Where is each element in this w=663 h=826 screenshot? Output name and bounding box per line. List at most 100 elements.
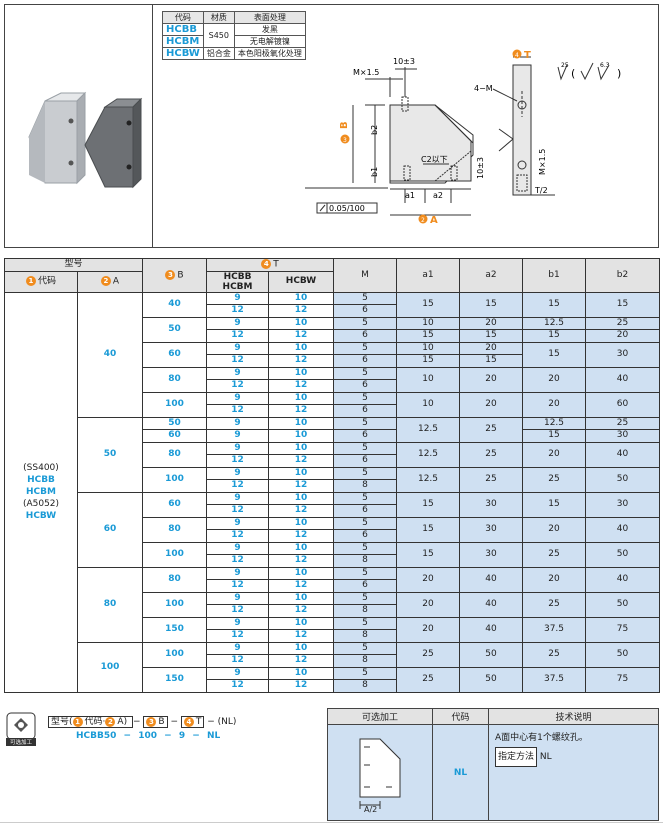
b-value: 80 — [142, 366, 208, 393]
m-value: 6 — [333, 454, 398, 468]
t-hcbw-value: 10 — [268, 316, 335, 330]
t-hcbb-value: 12 — [206, 304, 270, 318]
a-value: 40 — [76, 291, 144, 418]
t-hcbb-value: 9 — [206, 466, 270, 480]
m-value: 5 — [333, 591, 398, 605]
t-hcbw-value: 10 — [268, 641, 335, 655]
a2-value: 30 — [459, 541, 524, 568]
m-value: 5 — [333, 441, 398, 455]
t-hcbw-value: 10 — [268, 416, 335, 430]
b-value: 80 — [142, 516, 208, 543]
t-hcbb-value: 12 — [206, 679, 270, 693]
t-hcbw-value: 12 — [268, 654, 335, 668]
a1-value: 10 — [396, 316, 461, 330]
option-code: NL — [432, 724, 489, 821]
material-table: 代码 材质 表面处理 HCBB S450 发黑 HCBM 无电解镀镍 HCBW … — [162, 11, 306, 60]
drawing-roughness-1: 25 — [561, 62, 569, 69]
drawing-a-badge-icon — [418, 214, 428, 224]
b1-value: 15 — [522, 491, 587, 518]
m-value: 5 — [333, 641, 398, 655]
t-hcbw-value: 12 — [268, 304, 335, 318]
m-value: 6 — [333, 429, 398, 443]
b-value: 40 — [142, 291, 208, 318]
a2-value: 20 — [459, 341, 524, 355]
bracket-photo-image — [28, 91, 143, 189]
header-b1: b1 — [522, 258, 587, 293]
b1-value: 37.5 — [522, 616, 587, 643]
t-hcbb-value: 12 — [206, 329, 270, 343]
t-hcbw-value: 12 — [268, 604, 335, 618]
t-hcbb-value: 12 — [206, 479, 270, 493]
b2-value: 30 — [585, 429, 661, 443]
t-hcbw-value: 10 — [268, 516, 335, 530]
b1-value: 25 — [522, 641, 587, 668]
a1-value: 10 — [396, 391, 461, 418]
m-value: 5 — [333, 616, 398, 630]
t-hcbb-value: 9 — [206, 541, 270, 555]
a2-value: 20 — [459, 391, 524, 418]
drawing-t-badge-icon — [512, 49, 522, 59]
b-value: 60 — [142, 491, 208, 518]
b2-value: 25 — [585, 416, 661, 430]
b-value: 80 — [142, 441, 208, 468]
b2-value: 40 — [585, 441, 661, 468]
option-header-processing: 可选加工 — [327, 708, 433, 725]
t-hcbb-value: 9 — [206, 391, 270, 405]
t-hcbb-value: 12 — [206, 579, 270, 593]
a-value: 100 — [76, 641, 144, 693]
drawing-t-half: T/2 — [534, 186, 548, 195]
b2-value: 60 — [585, 391, 661, 418]
m-value: 6 — [333, 379, 398, 393]
b1-value: 15 — [522, 329, 587, 343]
drawing-4m: 4−M — [474, 84, 493, 93]
m-value: 5 — [333, 416, 398, 430]
drawing-a2: a2 — [433, 191, 443, 200]
order-example-line: HCBB50 − 100 − 9 − NL — [76, 731, 221, 741]
a2-value: 15 — [459, 291, 524, 318]
material-surface-hcbw: 本色阳极氧化处理 — [233, 47, 306, 60]
t-hcbw-value: 10 — [268, 429, 335, 443]
a2-value: 30 — [459, 516, 524, 543]
a2-value: 50 — [459, 666, 524, 693]
m-value: 8 — [333, 554, 398, 568]
m-value: 5 — [333, 316, 398, 330]
a2-value: 40 — [459, 616, 524, 643]
a2-value: 50 — [459, 641, 524, 668]
drawing-b-badge: 3 — [343, 137, 347, 144]
t-hcbb-value: 12 — [206, 454, 270, 468]
t-hcbw-value: 10 — [268, 616, 335, 630]
a2-value: 40 — [459, 566, 524, 593]
m-value: 5 — [333, 366, 398, 380]
a2-value: 25 — [459, 416, 524, 443]
t-hcbw-value: 12 — [268, 529, 335, 543]
technical-drawing: 10±3 M×1.5 b2 b1 3 B C2以下 10±3 a1 a2 2 A… — [305, 49, 621, 226]
m-value: 6 — [333, 304, 398, 318]
drawing-b2: b2 — [370, 125, 379, 135]
drawing-roughness-paren: ( — [571, 67, 575, 80]
material-header-material: 材质 — [202, 11, 235, 24]
b-value: 100 — [142, 541, 208, 568]
drawing-m-side: M×1.5 — [538, 149, 547, 175]
t-hcbb-value: 9 — [206, 591, 270, 605]
a1-value: 15 — [396, 291, 461, 318]
header-t-hcbw: HCBW — [268, 270, 335, 293]
b-value: 100 — [142, 466, 208, 493]
m-value: 6 — [333, 529, 398, 543]
t-hcbb-value: 12 — [206, 504, 270, 518]
t-hcbb-value: 9 — [206, 316, 270, 330]
m-value: 6 — [333, 404, 398, 418]
t-hcbb-value: 12 — [206, 404, 270, 418]
option-processing-icon — [6, 712, 36, 746]
product-overview-panel: 代码 材质 表面处理 HCBB S450 发黑 HCBM 无电解镀镍 HCBW … — [4, 4, 659, 248]
